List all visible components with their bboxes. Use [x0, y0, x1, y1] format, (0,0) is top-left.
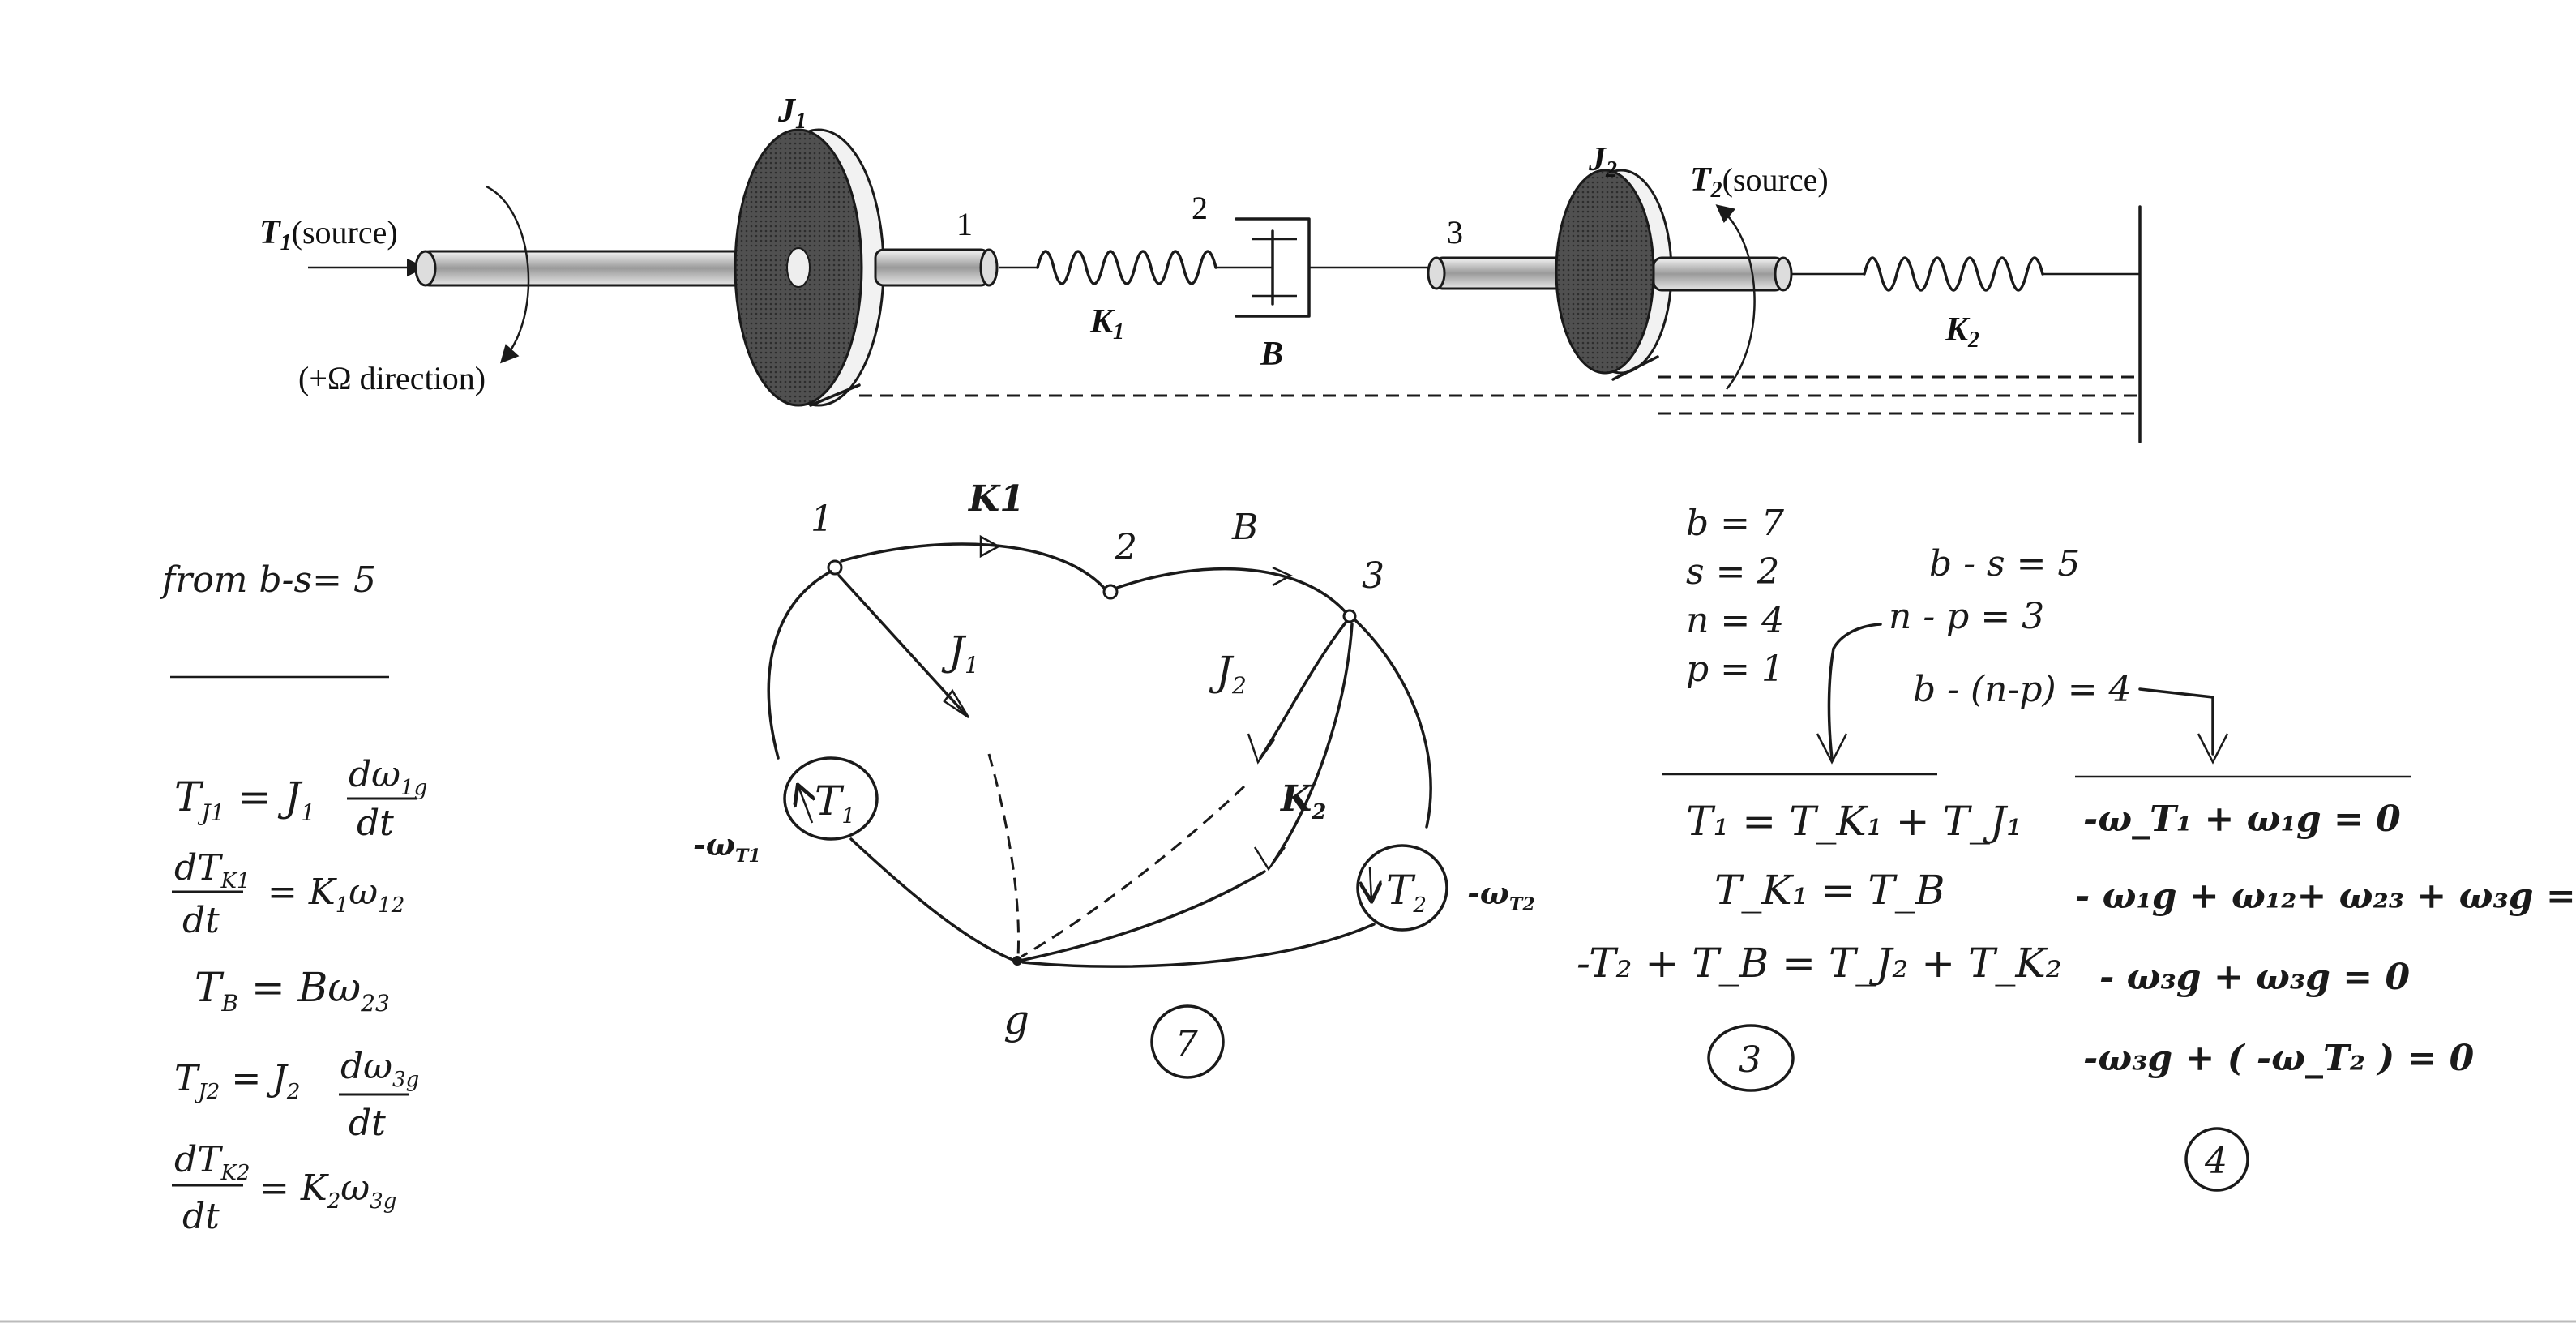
velocity-eq-3: - ω₃g + ω₃g = 0	[2099, 957, 2410, 998]
eq-tk2: dTK2 dt = K2ω3g	[172, 1139, 396, 1237]
torque-eq-1: T₁ = T_K₁ + T_J₁	[1686, 798, 2022, 845]
velocity-eq-1: -ω_T₁ + ω₁g = 0	[2083, 799, 2401, 840]
velocity-eq-2: - ω₁g + ω₁₂+ ω₂₃ + ω₃g = 0	[2075, 876, 2576, 917]
j1-label: J1	[777, 92, 807, 134]
count-b: b = 7	[1686, 503, 1784, 544]
edge-j1	[837, 574, 966, 715]
j2-label: J2	[1588, 141, 1617, 182]
left-shaft-end	[414, 250, 437, 287]
omega-rotation-arrow	[486, 185, 530, 364]
mech-node-2: 2	[1192, 190, 1208, 226]
mechanical-system: T1(source) (+Ω direction) J1 1 K1 2	[259, 92, 2142, 443]
edge-t2-lower	[1021, 923, 1376, 968]
k1-label: K1	[1089, 303, 1124, 345]
t1-source-label: T1(source)	[259, 214, 398, 255]
arrow-to-torque-eqs	[1827, 623, 1882, 760]
left-notes: from b-s= 5 TJ1 = J1 dω1g dt dTK1 dt = K…	[160, 559, 427, 1237]
velocity-count-circle	[2184, 1127, 2249, 1192]
eq-tk1: dTK1 dt = K1ω12	[172, 847, 404, 941]
eq-tj2: TJ2 = J2 dω3g dt	[174, 1046, 419, 1144]
graph-node-1-label: 1	[811, 499, 833, 540]
velocity-count-label: 4	[2204, 1141, 2227, 1182]
svg-text:dt: dt	[357, 803, 394, 844]
j2-right-shaft	[1652, 256, 1785, 292]
mech-node-3: 3	[1447, 214, 1463, 251]
k2-label: K2	[1945, 311, 1979, 353]
edge-t2-upper	[1354, 619, 1432, 829]
t2-rotation-arrow	[1715, 204, 1756, 390]
eq-tj1: TJ1 = J1 dω1g dt	[174, 754, 427, 844]
graph-node-3-label: 3	[1362, 555, 1384, 597]
velocity-equations: -ω_T₁ + ω₁g = 0 - ω₁g + ω₁₂+ ω₂₃ + ω₃g =…	[2075, 775, 2576, 1192]
source-t2-circle	[1356, 844, 1448, 932]
j1-right-shaft	[874, 248, 991, 287]
edge-k2	[1271, 623, 1354, 865]
svg-text:dω1g: dω1g	[349, 754, 427, 800]
from-b-s-line: from b-s= 5	[160, 559, 376, 601]
branch-count-label: 7	[1175, 1023, 1198, 1064]
svg-text:= K2ω3g: = K2ω3g	[259, 1167, 396, 1214]
edge-j2-label: J2	[1209, 648, 1247, 699]
arrow-to-velocity-eqs	[2138, 687, 2214, 756]
svg-text:dt: dt	[182, 1196, 220, 1237]
svg-text:dTK2: dTK2	[174, 1139, 250, 1185]
svg-text:dTK1: dTK1	[174, 847, 250, 893]
graph-node-3	[1342, 609, 1357, 623]
torque-count-label: 3	[1739, 1039, 1761, 1081]
count-p: p = 1	[1686, 649, 1784, 690]
edge-t1-lower	[849, 837, 1016, 962]
edge-j2	[1259, 621, 1347, 760]
omega-t1-label: -ωT1	[693, 826, 761, 867]
graph-counts: b = 7 s = 2 n = 4 p = 1 b - s = 5 n - p …	[1686, 503, 2229, 765]
mech-node-1: 1	[956, 206, 973, 242]
torque-equations: T₁ = T_K₁ + T_J₁ T_K₁ = T_B -T₂ + T_B = …	[1577, 773, 2062, 1092]
edge-k1-label: K1	[967, 478, 1025, 520]
count-n: n = 4	[1686, 600, 1784, 641]
source-t1-circle	[783, 756, 879, 841]
edge-k1	[840, 542, 1106, 589]
edge-k2-label: K2	[1279, 778, 1326, 824]
ground-reference-lines	[859, 375, 2140, 415]
j2-disk	[1555, 169, 1673, 381]
j1-disk	[734, 128, 885, 407]
eq-tb: TB = Bω23	[195, 964, 390, 1017]
count-s: s = 2	[1686, 551, 1779, 593]
svg-text:dt: dt	[349, 1103, 386, 1144]
svg-text:= K1ω12: = K1ω12	[267, 872, 404, 918]
edge-b-label: B	[1231, 507, 1258, 548]
graph-node-g-label: g	[1003, 996, 1029, 1043]
source-t1-label: T1	[815, 777, 855, 829]
graph-node-g	[1012, 956, 1022, 966]
torque-eq-3: -T₂ + T_B = T_J₂ + T_K₂	[1577, 940, 2062, 987]
k2-spring	[1791, 256, 2140, 292]
count-b-minus-s: b - s = 5	[1929, 543, 2080, 585]
omega-direction-label: (+Ω direction)	[298, 360, 486, 396]
k1-spring	[999, 250, 1252, 285]
omega-t2-label: -ωT2	[1467, 875, 1535, 915]
branch-count-circle	[1150, 1004, 1225, 1079]
svg-text:TJ1 = J1: TJ1 = J1	[174, 773, 315, 826]
velocity-eq-4: -ω₃g + ( -ω_T₂ ) = 0	[2083, 1038, 2475, 1079]
b-label: B	[1260, 336, 1283, 373]
source-t2-label: T2	[1386, 867, 1427, 918]
svg-text:TJ2 = J2: TJ2 = J2	[174, 1058, 300, 1104]
torque-count-circle	[1707, 1024, 1795, 1092]
edge-b	[1115, 567, 1347, 614]
edge-j1-label: J1	[941, 627, 979, 679]
graph-node-2	[1102, 584, 1119, 600]
count-n-minus-p: n - p = 3	[1889, 596, 2044, 637]
linear-graph: 1 2 3 g K1 B J1 J2 K2 T1 -ωT1	[693, 478, 1535, 1079]
edge-t1-upper	[767, 570, 832, 760]
svg-text:dt: dt	[182, 900, 220, 941]
torque-eq-2: T_K₁ = T_B	[1714, 867, 1945, 914]
graph-node-1	[827, 559, 843, 576]
b-damper	[1235, 217, 1435, 318]
svg-text:dω3g: dω3g	[340, 1046, 419, 1092]
count-b-minus-n-minus-p: b - (n-p) = 4	[1913, 669, 2132, 710]
t2-source-label: T2(source)	[1690, 161, 1829, 203]
graph-node-2-label: 2	[1114, 527, 1137, 568]
